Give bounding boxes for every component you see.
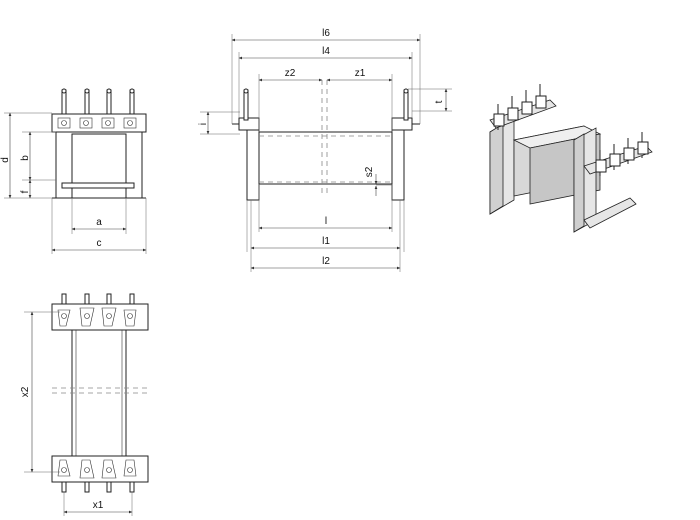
side-left-flange: [246, 119, 260, 201]
front-pins: [61, 88, 135, 119]
dim-label-a: a: [96, 217, 102, 228]
front-view: d b f a c: [0, 88, 147, 254]
side-right-flange: [391, 119, 405, 201]
dim-label-f: f: [20, 190, 31, 193]
dim-label-l: l: [325, 216, 327, 227]
dim-label-b: b: [20, 155, 31, 161]
bottom-view: x2 x1: [20, 293, 149, 516]
dim-label-s2: s2: [364, 166, 375, 177]
dim-label-i: i: [198, 123, 209, 125]
dim-label-z2: z2: [285, 68, 296, 79]
dim-label-l4: l4: [322, 46, 330, 57]
front-top-flange: [51, 113, 147, 133]
front-bottom-flange: [61, 182, 135, 189]
dim-label-l2: l2: [322, 256, 330, 267]
dim-label-t: t: [434, 100, 445, 103]
isometric-view: [489, 84, 653, 233]
dim-label-l6: l6: [322, 28, 330, 39]
dim-label-z1: z1: [355, 68, 366, 79]
dim-label-d: d: [0, 157, 11, 163]
front-window: [71, 133, 127, 187]
dim-label-l1: l1: [322, 236, 330, 247]
dim-label-c: c: [97, 238, 102, 249]
dim-label-x1: x1: [93, 500, 104, 511]
side-view: l6 l4 z2 z1 t i s2 l l1 l2: [198, 28, 452, 272]
dim-label-x2: x2: [20, 386, 31, 397]
